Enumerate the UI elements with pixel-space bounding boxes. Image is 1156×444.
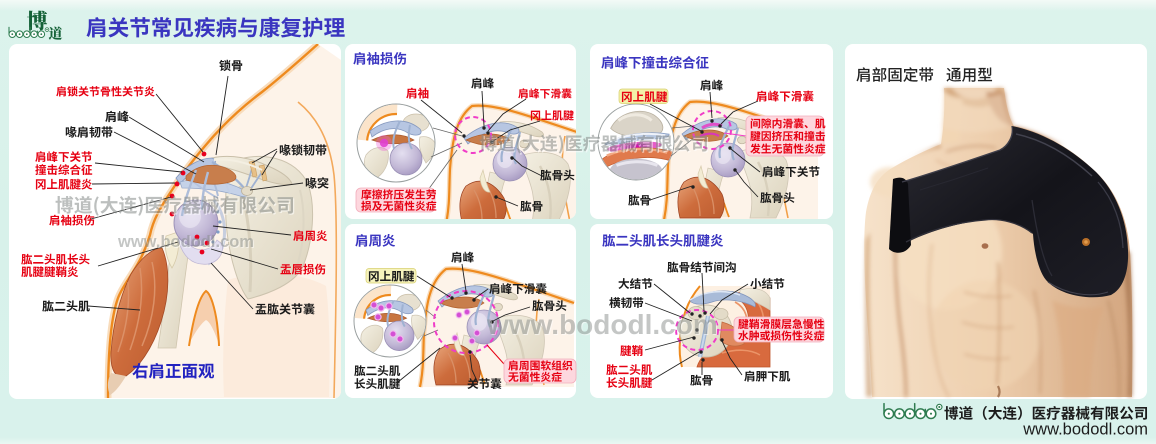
svg-text:www.bododl.com: www.bododl.com: [118, 234, 255, 252]
svg-text:www.bododl.com: www.bododl.com: [487, 310, 719, 341]
svg-text:www.bododl.com: www.bododl.com: [486, 309, 718, 340]
svg-text:www.bododl.com: www.bododl.com: [1022, 421, 1148, 439]
svg-text:www.bododl.com: www.bododl.com: [117, 233, 254, 251]
